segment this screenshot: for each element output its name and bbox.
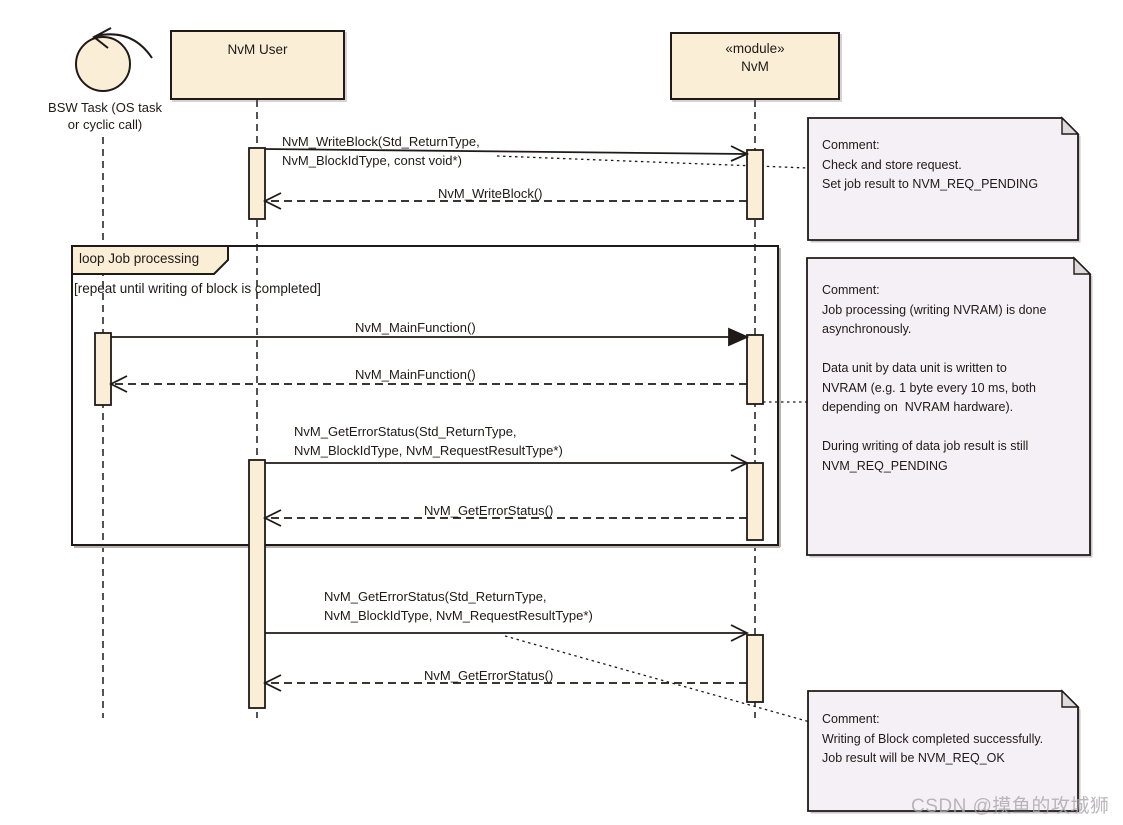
message-get-error-status-call-1-arrow bbox=[265, 454, 750, 472]
bsw-task-actor-icon bbox=[75, 27, 153, 92]
lifeline-head-nvm-user: NvM User bbox=[170, 30, 345, 100]
activation-nvm-3 bbox=[746, 462, 764, 541]
message-get-error-status-call-1-label: NvM_GetErrorStatus(Std_ReturnType, NvM_B… bbox=[294, 424, 563, 458]
activation-bsw-task bbox=[94, 332, 112, 406]
note-2-fold-corner bbox=[1073, 256, 1092, 275]
csdn-watermark: CSDN @摸鱼的攻城狮 bbox=[911, 796, 1110, 817]
loop-fragment-frame bbox=[71, 245, 781, 548]
message-get-error-status-return-2-label: NvM_GetErrorStatus() bbox=[424, 668, 554, 683]
activation-bars bbox=[94, 147, 764, 709]
note-3 bbox=[807, 690, 1079, 812]
message-main-function-return-arrow bbox=[108, 375, 747, 393]
message-main-function-call-label: NvM_MainFunction() bbox=[355, 320, 476, 335]
message-get-error-status-call-2-arrow bbox=[265, 624, 750, 642]
nvm-stereotype: «module» bbox=[725, 41, 785, 56]
message-get-error-status-return-1-arrow bbox=[262, 509, 747, 527]
activation-nvm-2 bbox=[746, 334, 764, 405]
message-arrows bbox=[108, 145, 750, 692]
note-3-fold-corner bbox=[1061, 689, 1080, 708]
message-get-error-status-call-2-label: NvM_GetErrorStatus(Std_ReturnType, NvM_B… bbox=[324, 589, 593, 623]
note-3-text: Comment: Writing of Block completed succ… bbox=[822, 712, 1044, 765]
loop-operator-label: loop Job processing bbox=[79, 251, 200, 266]
message-main-function-call-arrow bbox=[111, 327, 750, 347]
message-write-block-return-arrow bbox=[262, 192, 747, 210]
loop-operator-pentagon bbox=[71, 245, 229, 275]
message-get-error-status-return-1-label: NvM_GetErrorStatus() bbox=[424, 503, 554, 518]
note-2 bbox=[806, 257, 1091, 556]
lifeline-head-nvm: «module» NvM bbox=[670, 32, 840, 100]
message-main-function-return-label: NvM_MainFunction() bbox=[355, 367, 476, 382]
message-write-block-return-label: NvM_WriteBlock() bbox=[438, 186, 543, 201]
message-write-block-call-arrow bbox=[264, 145, 750, 162]
note-1 bbox=[807, 117, 1079, 241]
note-2-text: Comment: Job processing (writing NVRAM) … bbox=[822, 283, 1047, 473]
comment-notes bbox=[806, 116, 1093, 814]
loop-guard-label: [repeat until writing of block is comple… bbox=[74, 281, 321, 296]
nvm-name: NvM bbox=[741, 59, 769, 74]
note-1-fold-corner bbox=[1061, 116, 1080, 135]
activation-nvm-user-2 bbox=[248, 459, 266, 709]
note-3-anchor bbox=[504, 635, 811, 723]
activation-nvm-4 bbox=[746, 634, 764, 703]
message-get-error-status-return-2-arrow bbox=[262, 674, 747, 692]
activation-nvm-user-1 bbox=[248, 147, 266, 220]
bsw-task-label: BSW Task (OS task or cyclic call) bbox=[48, 100, 162, 132]
activation-nvm-1 bbox=[746, 149, 764, 220]
nvm-user-title: NvM User bbox=[227, 42, 288, 57]
lifelines bbox=[102, 100, 756, 718]
message-write-block-call-label: NvM_WriteBlock(Std_ReturnType, NvM_Block… bbox=[282, 134, 480, 168]
note-1-text: Comment: Check and store request. Set jo… bbox=[822, 138, 1039, 191]
